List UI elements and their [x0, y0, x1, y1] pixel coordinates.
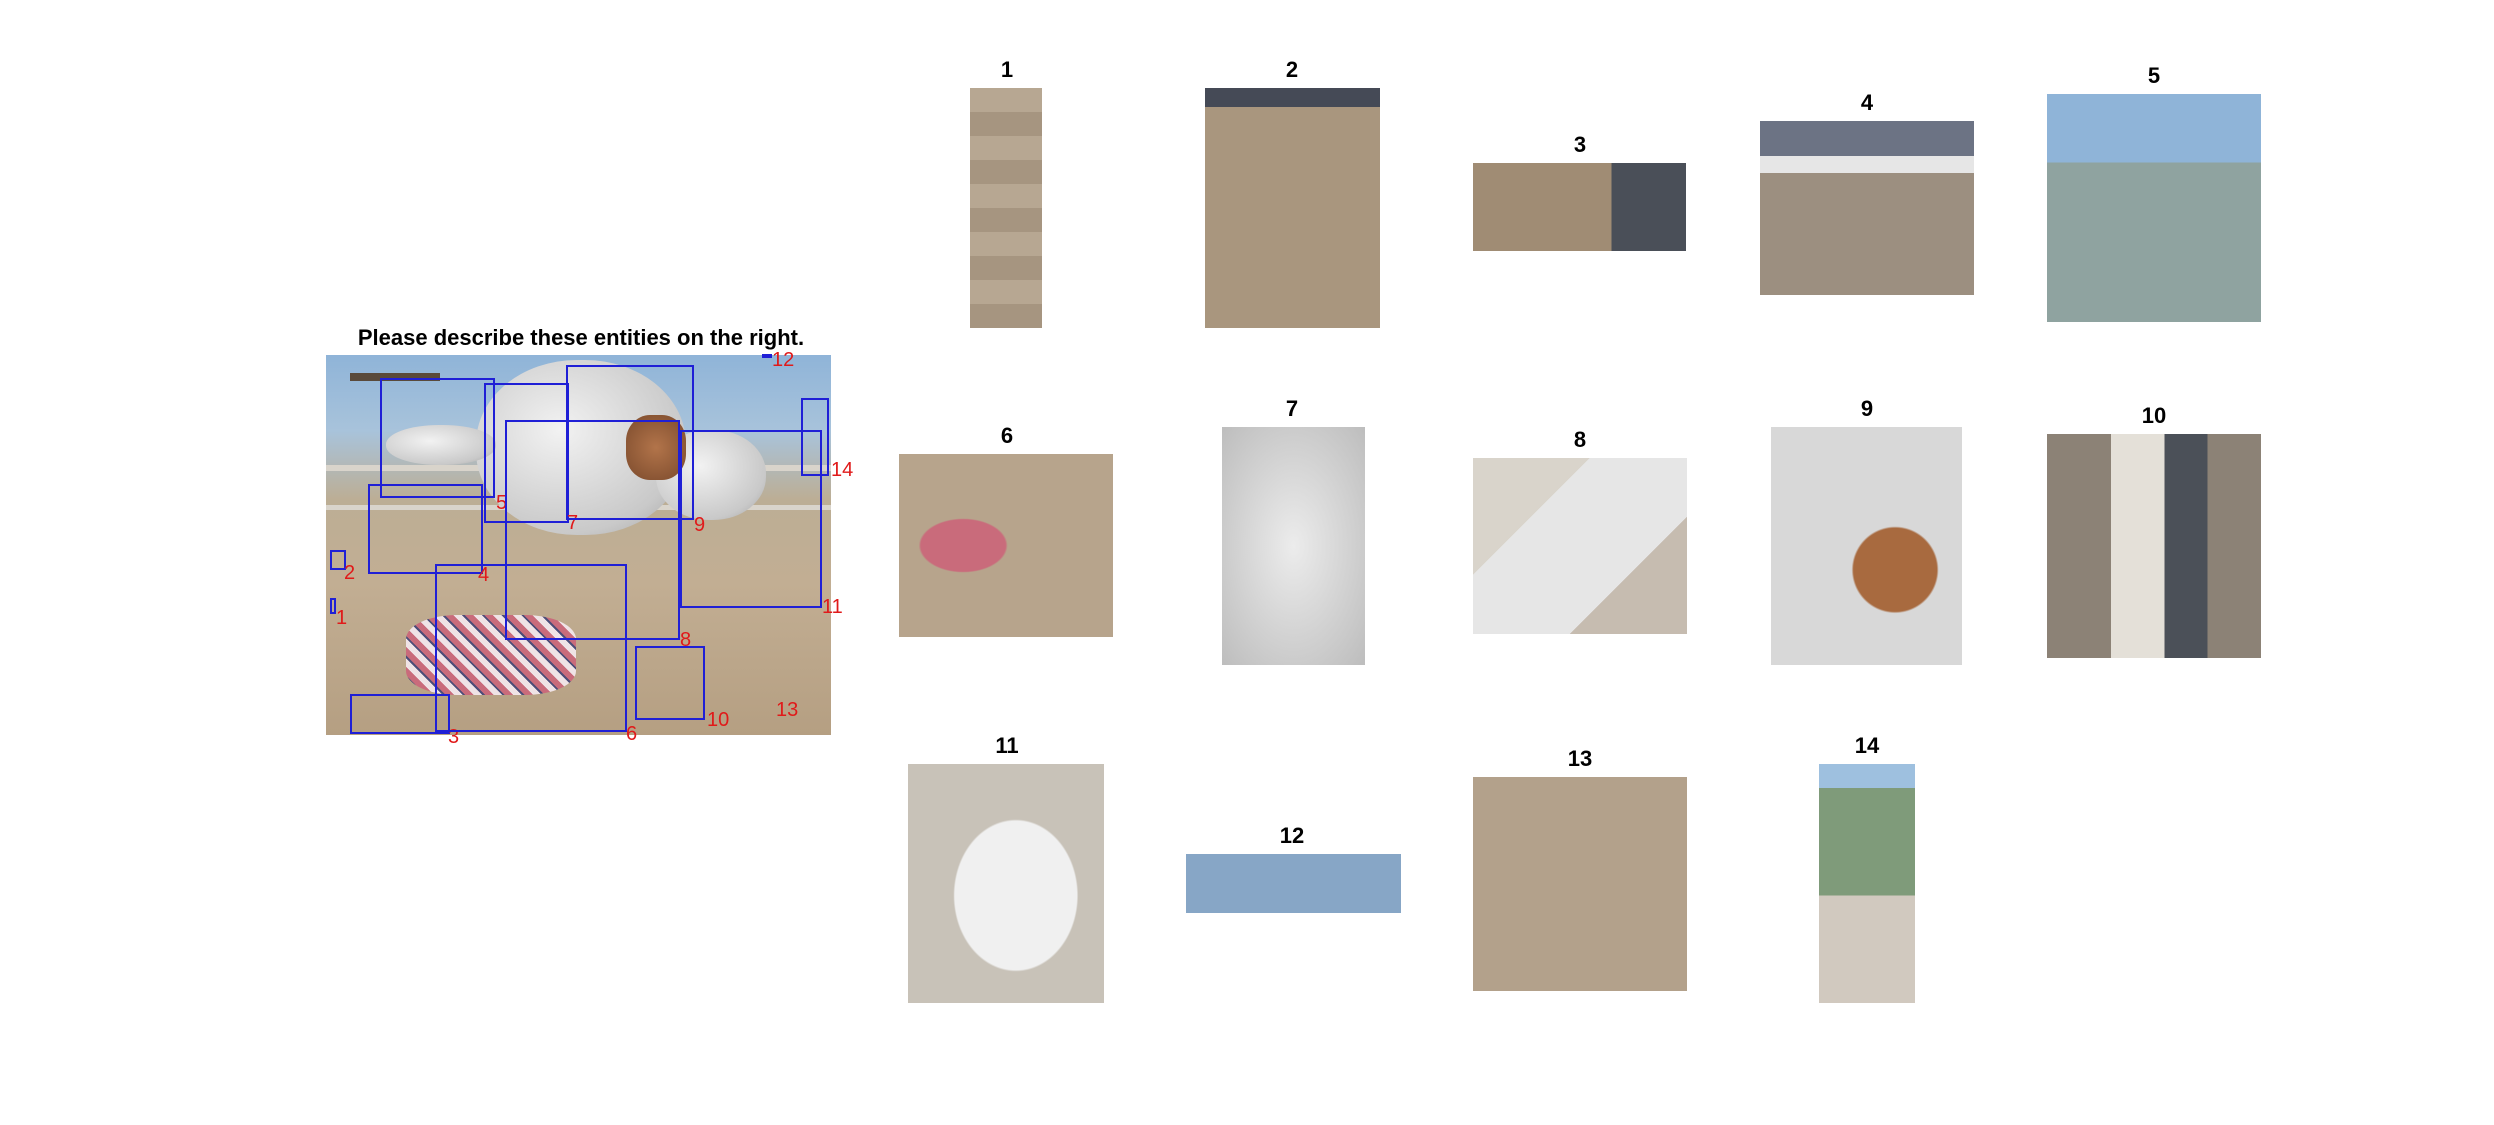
crop-14 — [1819, 764, 1915, 1003]
crop-title-3: 3 — [1573, 132, 1587, 157]
crop-10 — [2047, 434, 2261, 658]
crop-5 — [2047, 94, 2261, 322]
region-box-5 — [380, 378, 495, 498]
region-label-14: 14 — [831, 459, 854, 481]
crop-title-5: 5 — [2147, 63, 2161, 88]
region-box-11 — [680, 430, 822, 608]
region-label-13: 13 — [776, 699, 799, 721]
region-label-7: 7 — [567, 512, 579, 534]
crop-title-13: 13 — [1567, 746, 1593, 771]
prompt-text: Please describe these entities on the ri… — [357, 325, 805, 350]
region-label-12: 12 — [772, 349, 795, 371]
region-label-3: 3 — [448, 726, 460, 748]
crop-title-12: 12 — [1279, 823, 1305, 848]
horse-leg — [386, 425, 496, 465]
region-label-1: 1 — [336, 607, 348, 629]
crop-12 — [1186, 854, 1401, 913]
crop-title-4: 4 — [1860, 90, 1874, 115]
region-box-3 — [350, 694, 450, 734]
crop-title-6: 6 — [1000, 423, 1014, 448]
region-box-12 — [762, 354, 772, 358]
region-label-8: 8 — [680, 629, 692, 651]
crop-title-8: 8 — [1573, 427, 1587, 452]
crop-2 — [1205, 88, 1380, 328]
crop-title-2: 2 — [1285, 57, 1299, 82]
crop-title-14: 14 — [1854, 733, 1880, 758]
crop-title-9: 9 — [1860, 396, 1874, 421]
crop-1 — [970, 88, 1042, 328]
crop-7 — [1222, 427, 1365, 665]
crop-11 — [908, 764, 1104, 1003]
region-box-8 — [505, 420, 680, 640]
crop-8 — [1473, 458, 1687, 634]
crop-4 — [1760, 121, 1974, 295]
crop-title-10: 10 — [2141, 403, 2167, 428]
crop-title-11: 11 — [995, 733, 1019, 758]
saddle — [626, 415, 686, 480]
crop-title-1: 1 — [1000, 57, 1014, 82]
region-box-7 — [484, 383, 569, 523]
region-box-9 — [566, 365, 694, 520]
region-label-5: 5 — [496, 492, 508, 514]
crop-title-7: 7 — [1285, 396, 1299, 421]
region-box-2 — [330, 550, 346, 570]
region-label-10: 10 — [707, 709, 730, 731]
region-label-6: 6 — [626, 723, 638, 745]
crop-9 — [1771, 427, 1962, 665]
crop-6 — [899, 454, 1113, 637]
region-box-10 — [635, 646, 705, 720]
region-box-1 — [330, 598, 336, 614]
region-label-2: 2 — [344, 562, 356, 584]
region-label-4: 4 — [478, 564, 490, 586]
region-box-14 — [801, 398, 829, 476]
scene-image — [326, 355, 831, 735]
region-box-4 — [368, 484, 483, 574]
crop-3 — [1473, 163, 1686, 251]
region-label-11: 11 — [822, 596, 843, 618]
shelter-roof — [350, 373, 440, 381]
region-label-9: 9 — [694, 514, 706, 536]
crop-13 — [1473, 777, 1687, 991]
rider — [406, 615, 576, 695]
region-box-6 — [435, 564, 627, 732]
